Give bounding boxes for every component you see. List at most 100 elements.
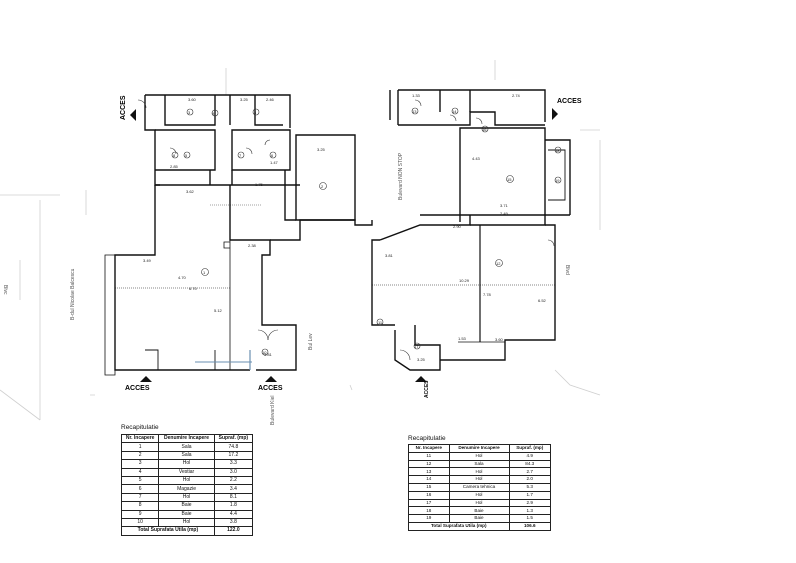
right-unit-walls — [371, 89, 571, 371]
dimension-label: 2.74 — [512, 93, 520, 98]
street-label: Blvc — [2, 285, 8, 295]
dimension-label: 3.25 — [317, 147, 325, 152]
room-number: 10 — [262, 350, 267, 355]
dimension-label: 2.90 — [453, 224, 461, 229]
cell: 19 — [408, 514, 450, 523]
access-label: ACCES — [424, 380, 430, 398]
cell: Sala — [158, 450, 215, 461]
dimension-label: 1.75 — [255, 182, 263, 187]
cell: Baie — [158, 509, 215, 519]
room-number: 2 — [321, 184, 324, 189]
cell: 2.9 — [508, 498, 551, 508]
dimension-label: 2.85 — [170, 164, 178, 169]
room-number: 3 — [188, 110, 191, 115]
cell: Hol — [448, 451, 510, 461]
column-header: Denumire Incapere — [448, 444, 510, 453]
street-label: B-dul Nicolae Balcescu — [70, 268, 76, 320]
dimension-label: 3.81 — [264, 352, 272, 357]
dimension-label: 2.46 — [266, 97, 274, 102]
cell: Hol — [448, 467, 510, 477]
access-label: ACCES — [258, 385, 283, 392]
dimension-label: 3.81 — [385, 253, 393, 258]
room-number: 15 — [507, 177, 512, 182]
column-header: Nr. Incapere — [120, 433, 160, 444]
cell: Vestiar — [158, 467, 215, 477]
cell: 5 — [120, 475, 160, 486]
room-number: 8 — [173, 153, 176, 158]
cell: 12 — [408, 459, 450, 469]
total-value: 122.0 — [213, 526, 254, 536]
room-number: 19 — [555, 178, 560, 183]
room-number: 11 — [378, 320, 383, 325]
access-label: ACCES — [125, 385, 150, 392]
cell: Baie — [158, 501, 215, 511]
dimension-label: 1.47 — [270, 160, 278, 165]
cell: 7 — [120, 492, 160, 503]
dimension-label: 1.53 — [458, 336, 466, 341]
dimension-label: 6.52 — [538, 298, 546, 303]
room-number: 6 — [271, 153, 274, 158]
column-header: Supraf. (mp) — [213, 433, 254, 444]
access-label: ACCES — [557, 98, 582, 105]
cell: Sala — [448, 459, 510, 469]
room-number: 12 — [496, 261, 501, 266]
cell: Hol — [158, 459, 215, 469]
cell: 3.8 — [213, 517, 254, 528]
recap-title: Recapitulatie — [408, 435, 446, 442]
cell: 17.2 — [213, 450, 254, 461]
cell: 2.0 — [508, 475, 551, 484]
cell: 4.9 — [508, 451, 551, 461]
room-number: 13 — [412, 109, 417, 114]
column-header: Supraf. (mp) — [508, 444, 551, 453]
street-label: Bulevard Kiel — [270, 395, 276, 425]
cell: Baie — [448, 514, 510, 523]
cell: 1.8 — [213, 501, 254, 511]
column-header: Denumire Incapere — [158, 433, 215, 444]
cell: 10 — [120, 517, 160, 528]
cell: 2.7 — [508, 467, 551, 477]
cell: 3.3 — [213, 459, 254, 469]
cell: 5.3 — [508, 482, 551, 492]
cell: Hol — [158, 475, 215, 486]
room-number: 5 — [185, 153, 188, 158]
cell: 8.1 — [213, 492, 254, 503]
room-number: 17 — [414, 344, 419, 349]
dimension-label: 2.49 — [500, 211, 508, 216]
cell: 9 — [120, 509, 160, 519]
left-unit-walls — [104, 94, 373, 376]
room-number: 4 — [254, 110, 257, 115]
cell: 84.3 — [508, 459, 551, 469]
recap-table-left: Nr. Incapere Denumire Incapere Supraf. (… — [120, 433, 254, 536]
cell: 3.4 — [213, 484, 254, 494]
cell: 1.5 — [508, 514, 551, 523]
dimension-label: 5.12 — [214, 308, 222, 313]
cell: 6 — [120, 484, 160, 494]
cell: 4 — [120, 467, 160, 477]
recap-title: Recapitulatie — [121, 424, 159, 431]
total-value: 106.6 — [508, 521, 551, 531]
cell: Magazie — [158, 484, 215, 494]
room-number: 16 — [482, 127, 487, 132]
access-label: ACCES — [120, 95, 127, 120]
cell: Hol — [448, 490, 510, 500]
dimension-label: 3.62 — [186, 189, 194, 194]
dimension-label: 4.70 — [178, 275, 186, 280]
cell: 3 — [120, 459, 160, 469]
cell: 1 — [120, 442, 160, 452]
cell: 8 — [120, 501, 160, 511]
